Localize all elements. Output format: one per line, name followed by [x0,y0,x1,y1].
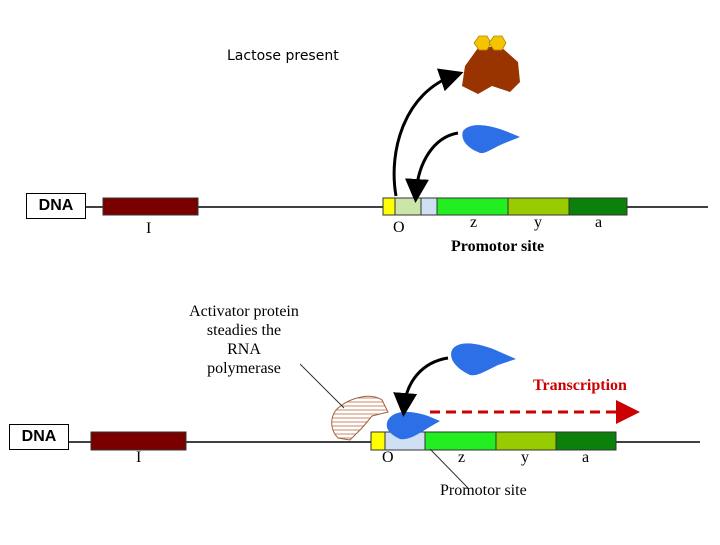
activator-note-line-1: Activator protein [189,303,299,320]
bottom-gene-a-label: a [582,449,590,466]
top-dna-label: DNA [26,193,86,219]
activator-protein-bottom [451,343,516,376]
bottom-gene-z-block [424,431,497,451]
activator-protein-bound [386,411,440,440]
activator-binding-arrow-top [404,131,459,203]
bottom-gene-y-block [495,431,557,451]
top-gene-a-block [568,197,628,216]
top-operator-label: O [393,219,405,236]
top-gene-z-label: z [470,214,478,231]
promoter-pointer [429,448,469,489]
top-gene-y-label: y [534,214,542,231]
bottom-gene-y-label: y [521,449,529,466]
top-operator-tail [420,197,438,216]
activator-note-line-4: polymerase [207,360,281,377]
activator-note: Activator protein steadies the RNA polym… [170,302,318,378]
bottom-gene-i-block [90,431,187,451]
bottom-promoter-block [370,431,386,451]
top-gene-i-label: I [146,220,152,237]
top-promoter-block [382,197,396,216]
top-gene-y-block [507,197,570,216]
bottom-gene-a-block [555,431,617,451]
lactose-molecule-1 [473,35,492,51]
repressor-protein-shape [462,46,520,94]
title-lactose-present: Lactose present [227,48,339,64]
bottom-gene-z-label: z [458,449,466,466]
bottom-promoter-label: Promotor site [440,482,527,499]
top-gene-a-label: a [595,214,603,231]
lactose-molecule-2 [488,35,507,51]
activator-protein-top [462,125,520,154]
activator-binding-arrow-bottom [393,356,449,417]
activator-note-line-2: steadies the [206,322,282,339]
activator-note-line-3: RNA [227,341,261,358]
top-gene-i-block [102,197,199,216]
bottom-operator-label: O [382,449,394,466]
bottom-dna-label: DNA [9,424,69,450]
activator-note-pointer [299,363,345,409]
top-operator-block [394,197,422,216]
release-arrow [392,68,464,197]
transcription-label: Transcription [533,377,627,394]
top-promoter-label: Promotor site [451,238,545,255]
rna-polymerase-shape [331,395,389,441]
bottom-gene-i-label: I [136,449,142,466]
top-gene-z-block [436,197,509,216]
